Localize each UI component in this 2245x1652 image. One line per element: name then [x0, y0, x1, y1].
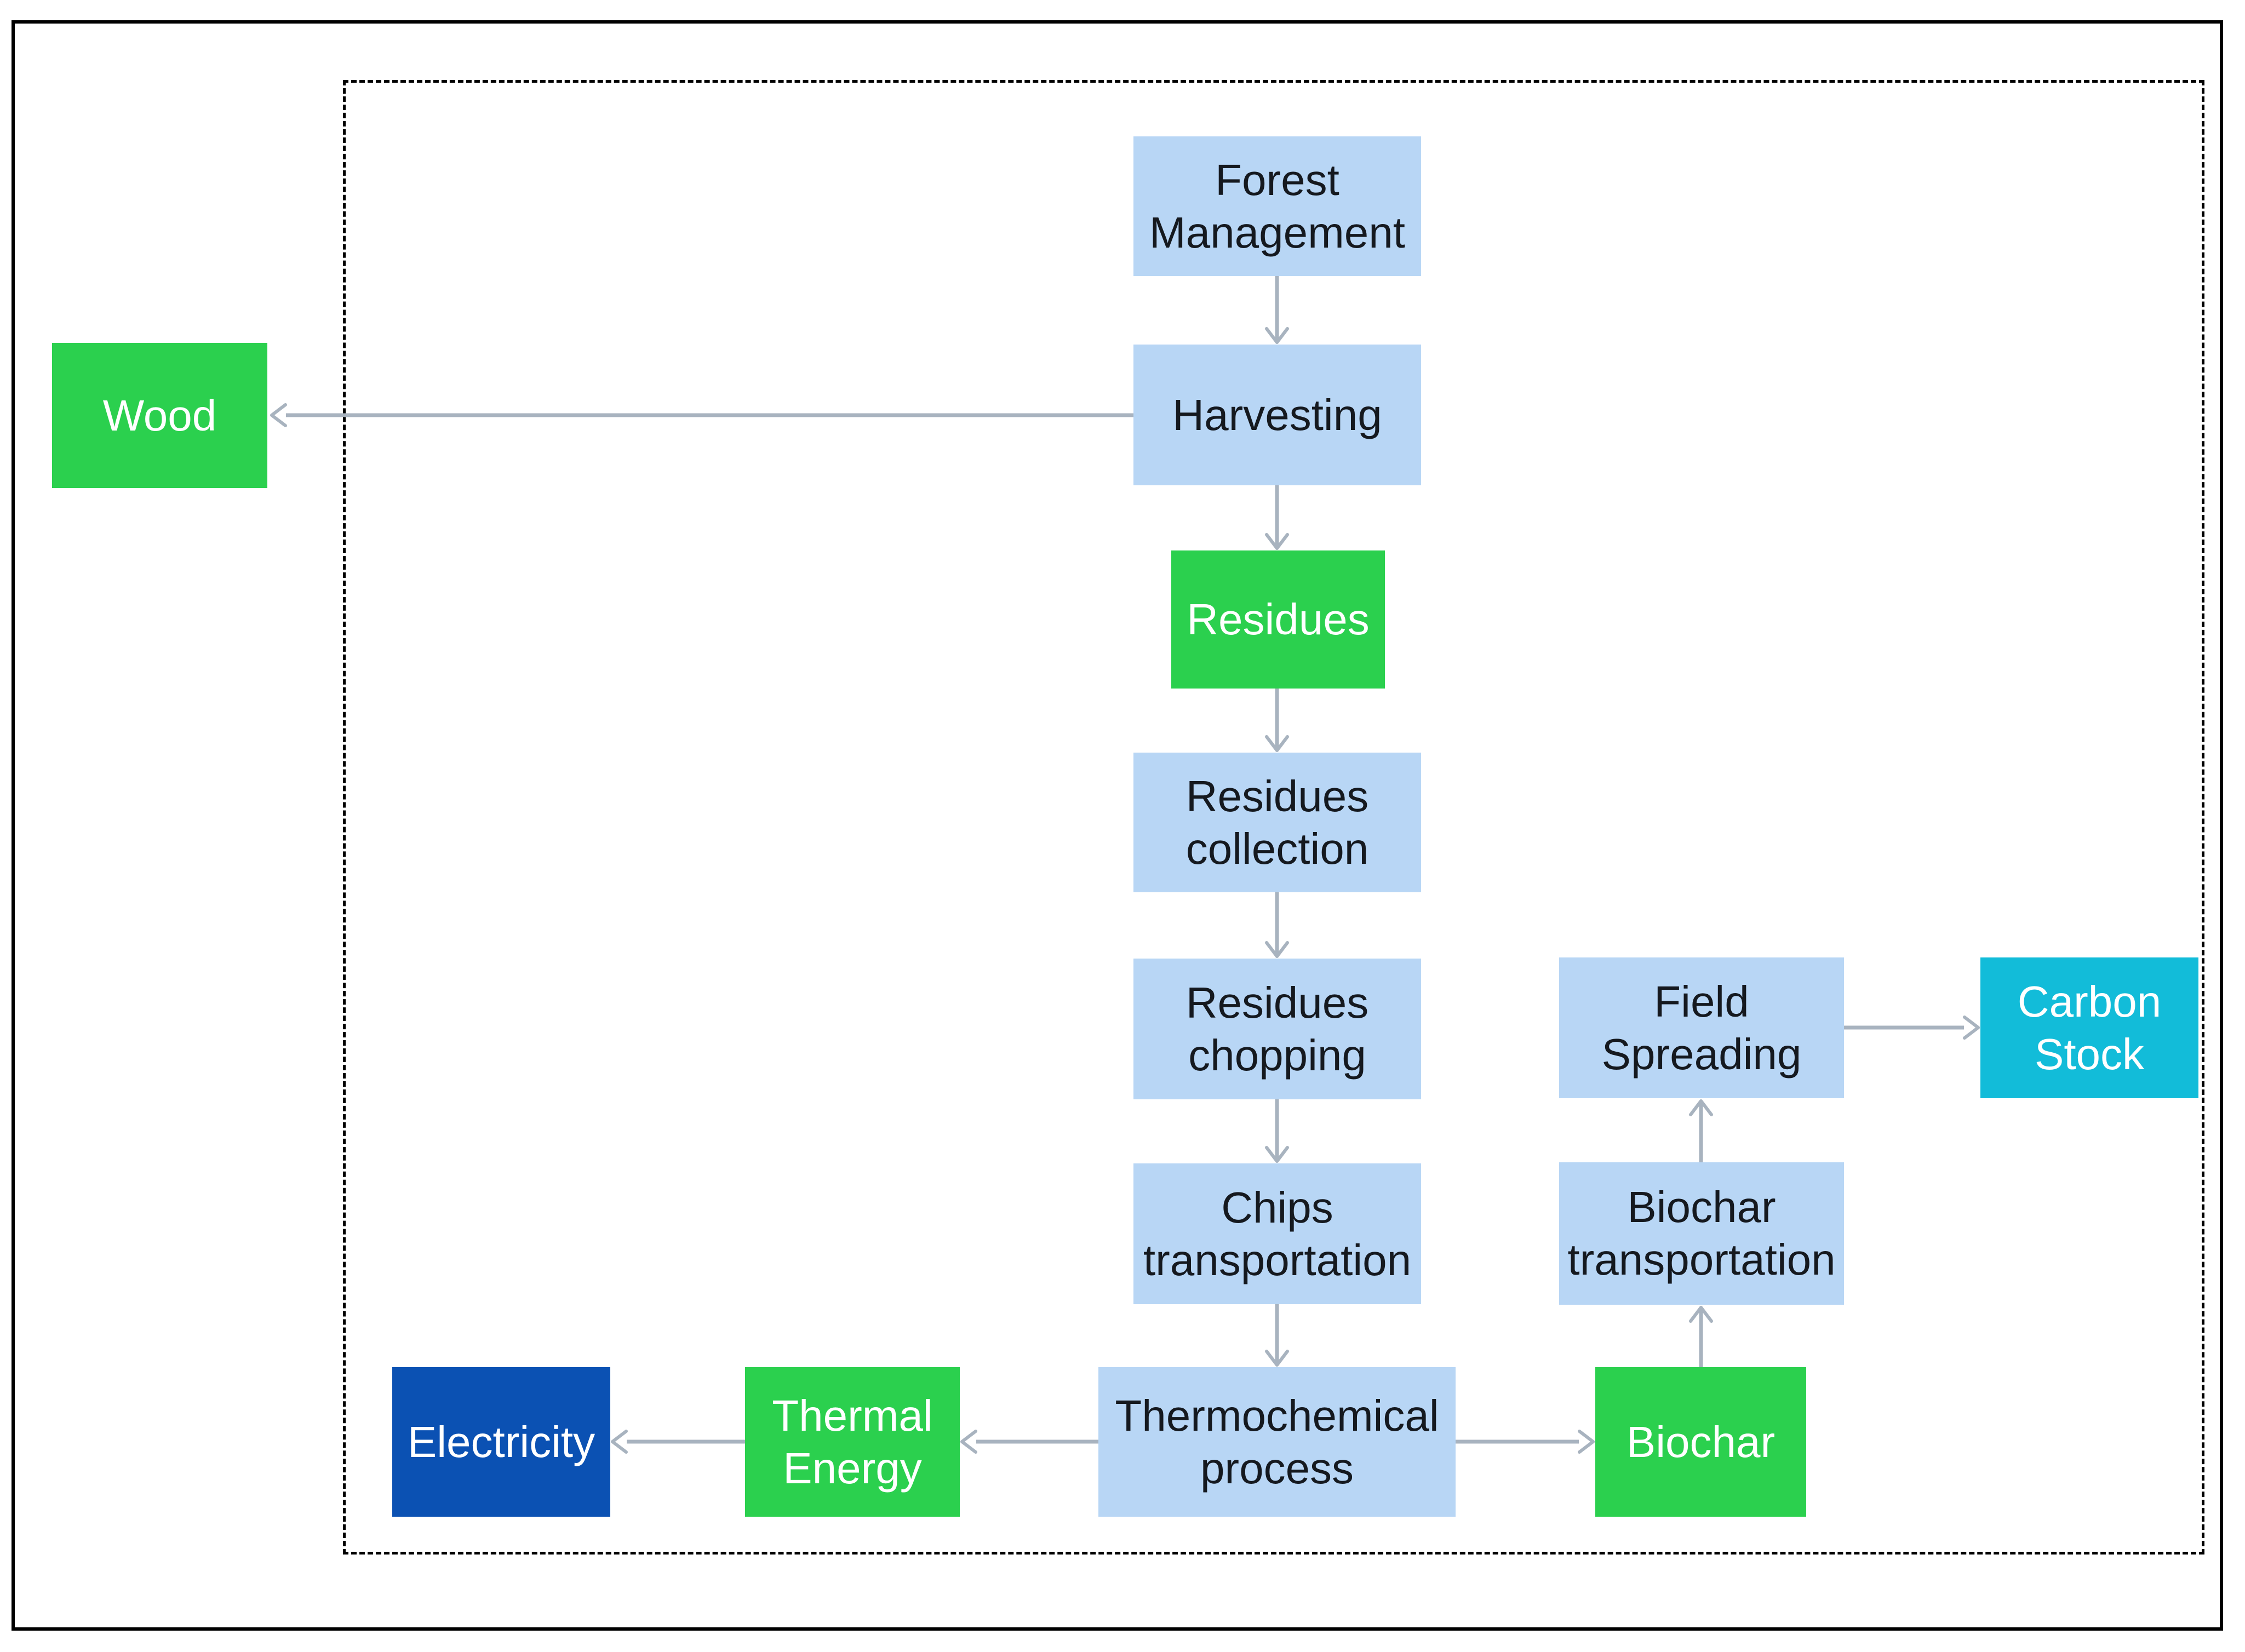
- node-chips-transportation-label: Chips transportation: [1143, 1183, 1412, 1284]
- node-carbon-stock-label: Carbon Stock: [2017, 977, 2162, 1079]
- node-biochar-label: Biochar: [1626, 1417, 1776, 1466]
- node-wood: Wood: [52, 343, 267, 488]
- node-harvesting-label: Harvesting: [1172, 390, 1382, 439]
- node-residues-collection-label: Residues collection: [1186, 771, 1369, 873]
- node-wood-label: Wood: [102, 391, 217, 440]
- node-field-spreading-label: Field Spreading: [1601, 977, 1802, 1079]
- node-thermal-energy-label: Thermal Energy: [772, 1391, 933, 1493]
- arrow-field-spreading-to-carbon-stock: [1844, 1016, 1980, 1040]
- node-thermal-energy: Thermal Energy: [745, 1367, 960, 1517]
- node-residues-chopping: Residues chopping: [1133, 959, 1421, 1099]
- node-residues: Residues: [1171, 550, 1385, 689]
- arrow-chips-transportation-to-thermochemical-process: [1265, 1304, 1289, 1367]
- node-residues-chopping-label: Residues chopping: [1186, 978, 1369, 1080]
- node-biochar: Biochar: [1595, 1367, 1806, 1517]
- node-residues-collection: Residues collection: [1133, 753, 1421, 892]
- node-harvesting: Harvesting: [1133, 345, 1421, 485]
- arrow-biochar-transportation-to-field-spreading: [1689, 1099, 1713, 1162]
- node-forest-management: Forest Management: [1133, 136, 1421, 276]
- node-field-spreading: Field Spreading: [1559, 957, 1844, 1098]
- arrow-thermochemical-process-to-biochar: [1456, 1430, 1595, 1454]
- node-residues-label: Residues: [1187, 595, 1370, 644]
- arrow-residues-collection-to-residues-chopping: [1265, 892, 1289, 958]
- node-forest-management-label: Forest Management: [1149, 155, 1405, 257]
- arrow-harvesting-to-residues: [1265, 485, 1289, 550]
- arrow-residues-to-residues-collection: [1265, 689, 1289, 752]
- node-thermochemical-process-label: Thermochemical process: [1115, 1391, 1439, 1493]
- arrow-residues-chopping-to-chips-transportation: [1265, 1099, 1289, 1163]
- node-biochar-transportation: Biochar transportation: [1559, 1162, 1844, 1305]
- arrow-harvesting-to-wood: [270, 403, 1133, 427]
- arrow-thermochemical-process-to-thermal-energy: [960, 1430, 1098, 1454]
- arrow-forest-management-to-harvesting: [1265, 276, 1289, 344]
- node-electricity-label: Electricity: [407, 1417, 595, 1466]
- node-biochar-transportation-label: Biochar transportation: [1567, 1183, 1836, 1284]
- node-electricity: Electricity: [392, 1367, 610, 1517]
- node-chips-transportation: Chips transportation: [1133, 1163, 1421, 1304]
- node-carbon-stock: Carbon Stock: [1980, 957, 2198, 1098]
- arrow-thermal-energy-to-electricity: [611, 1430, 745, 1454]
- node-thermochemical-process: Thermochemical process: [1098, 1367, 1456, 1517]
- system-boundary-dashed-box: [343, 80, 2204, 1555]
- arrow-biochar-to-biochar-transportation: [1689, 1306, 1713, 1367]
- page-border: [12, 20, 2223, 1631]
